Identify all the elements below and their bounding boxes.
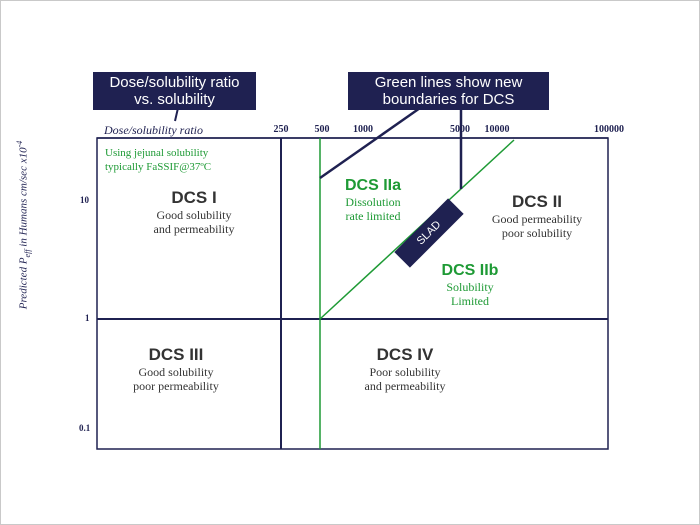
solubility-note: Using jejunal solubility typically FaSSI… [105, 147, 212, 173]
region-dcs1-title: DCS I [171, 188, 217, 207]
callout-green-lines: Green lines show new boundaries for DCS [348, 72, 549, 110]
x-tick-5000: 5000 [450, 124, 470, 135]
y-tick-0.1: 0.1 [79, 423, 91, 433]
region-dcs2a: DCS IIa Dissolution rate limited [323, 177, 423, 223]
region-dcs2b: DCS IIb Solubility Limited [420, 262, 520, 308]
region-dcs3: DCS III Good solubility poor permeabilit… [111, 345, 241, 393]
region-dcs1: DCS I Good solubility and permeability [129, 188, 259, 236]
x-tick-100000: 100000 [594, 124, 624, 135]
y-tick-1: 1 [85, 313, 90, 323]
region-dcs4-title: DCS IV [376, 345, 434, 364]
x-tick-250: 250 [273, 124, 289, 135]
callout-pointer-2a [319, 106, 421, 180]
x-tick-1000: 1000 [353, 124, 373, 135]
region-dcs2a-title: DCS IIa [344, 177, 401, 194]
x-tick-10000: 10000 [484, 124, 510, 135]
y-tick-10: 10 [80, 195, 89, 205]
x-tick-500: 500 [314, 124, 330, 135]
region-dcs2: DCS II Good permeability poor solubility [472, 192, 602, 240]
region-dcs2-title: DCS II [511, 192, 563, 211]
x-axis-title: Dose/solubility ratio [104, 123, 203, 137]
region-dcs4: DCS IV Poor solubility and permeability [345, 345, 465, 393]
y-axis-title: Predicted Peff in Humans cm/sec x10-4 [15, 140, 32, 310]
callout-dose-ratio: Dose/solubility ratio vs. solubility [93, 72, 256, 110]
callout-pointer-1 [174, 107, 179, 122]
region-dcs3-title: DCS III [148, 345, 204, 364]
region-dcs2b-title: DCS IIb [441, 262, 499, 279]
